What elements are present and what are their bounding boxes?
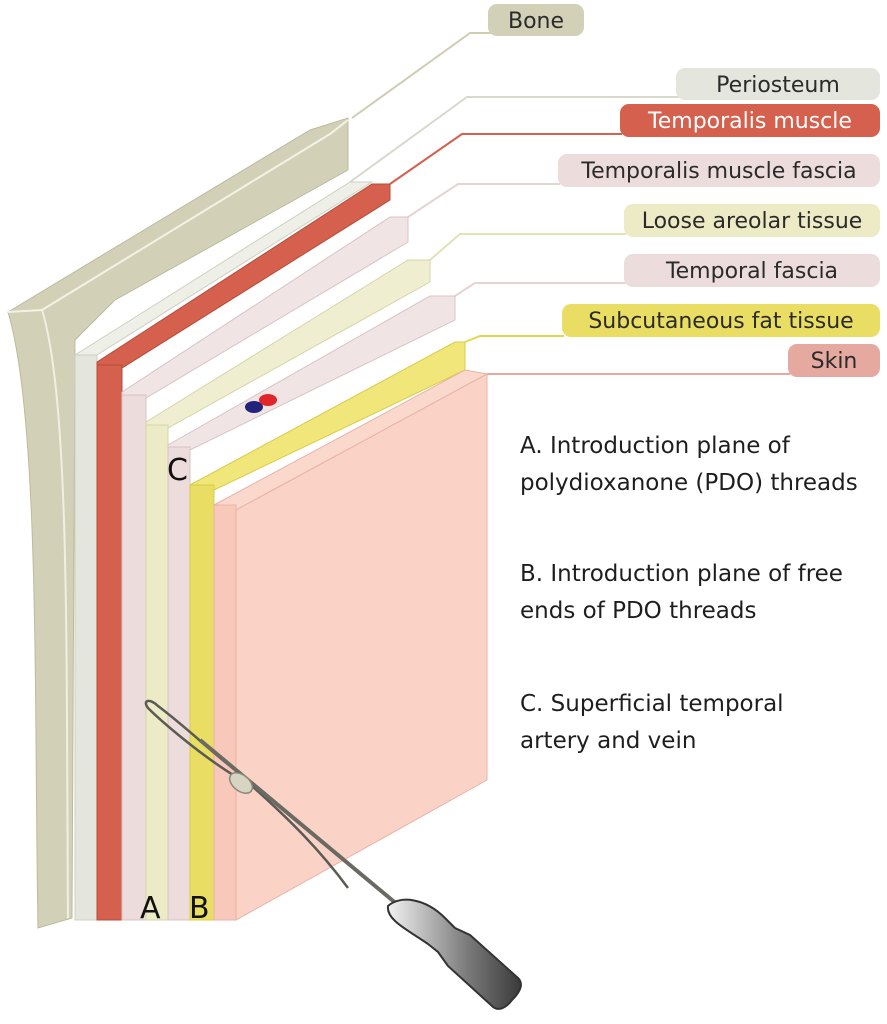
temporalis-muscle-fascia-layer [121, 216, 409, 921]
skin-layer [212, 369, 489, 921]
temporal-fascia-layer [167, 295, 456, 921]
label-temporalis-muscle-fascia-text: Temporalis muscle fascia [580, 159, 856, 184]
periosteum-front [74, 354, 98, 921]
legend-a-line2: polydioxanone (PDO) threads [520, 470, 858, 496]
marker-a: A [140, 891, 161, 926]
bone-shape [7, 117, 349, 929]
label-periosteum-text: Periosteum [716, 73, 840, 98]
label-temporalis-muscle-fascia: Temporalis muscle fascia [558, 154, 880, 187]
temporal-fascia-front [167, 446, 191, 921]
subcutaneous-fat-front [189, 484, 215, 921]
label-bone-pill [488, 4, 584, 36]
label-skin-text: Skin [811, 349, 858, 374]
label-loose-areolar-tissue: Loose areolar tissue [624, 204, 880, 237]
temporalis-muscle-front [96, 364, 123, 921]
label-skin: Skin [788, 344, 880, 377]
leader-bone [351, 32, 492, 119]
loose-areolar-tissue-front [145, 424, 169, 921]
label-bone-text: Bone [508, 9, 564, 34]
label-periosteum: Periosteum [676, 68, 880, 100]
leader-temporalis-muscle-fascia [407, 183, 560, 218]
skin-edge [213, 504, 237, 921]
legend-c-line1: C. Superficial temporal [520, 691, 784, 717]
label-temporal-fascia-pill [624, 254, 880, 287]
periosteum-layer [73, 181, 374, 921]
label-loose-areolar-tissue-pill [624, 204, 880, 237]
legend-c-line2: artery and vein [520, 728, 696, 754]
leader-subcutaneous-fat [464, 335, 564, 343]
cannula-tool [144, 699, 522, 1010]
label-temporalis-muscle-fascia-pill [558, 154, 880, 187]
loose-areolar-tissue-layer [145, 259, 431, 921]
temporalis-muscle-layer [96, 183, 391, 921]
subcutaneous-fat-layer [189, 341, 466, 921]
vein-dot [245, 401, 263, 413]
label-subcutaneous-fat-text: Subcutaneous fat tissue [588, 309, 853, 334]
cannula-handle [386, 898, 522, 1010]
label-temporalis-muscle-pill [620, 104, 880, 137]
label-subcutaneous-fat: Subcutaneous fat tissue [562, 304, 880, 337]
thread-knot [228, 772, 254, 794]
marker-c: C [167, 453, 188, 488]
bone-layer [7, 117, 349, 929]
label-bone: Bone [488, 4, 584, 36]
pdo-thread-free-end [251, 785, 350, 889]
leader-periosteum [349, 96, 680, 183]
cannula-needle [198, 738, 400, 907]
artery-dot [259, 394, 277, 406]
label-loose-areolar-tissue-text: Loose areolar tissue [642, 209, 863, 234]
marker-b: B [189, 891, 210, 926]
legend-a-line1: A. Introduction plane of [520, 433, 791, 459]
legend-b-line2: ends of PDO threads [520, 598, 756, 624]
legend-b-line1: B. Introduction plane of free [520, 561, 843, 587]
bone-highlight [7, 119, 349, 313]
leader-temporalis-muscle [389, 133, 622, 185]
label-subcutaneous-fat-pill [562, 304, 880, 337]
leader-temporal-fascia [454, 282, 626, 297]
label-temporal-fascia: Temporal fascia [624, 254, 880, 287]
label-skin-pill [788, 344, 880, 377]
label-temporalis-muscle: Temporalis muscle [620, 104, 880, 137]
label-temporal-fascia-text: Temporal fascia [665, 259, 838, 284]
label-temporalis-muscle-text: Temporalis muscle [647, 109, 852, 134]
legend: A. Introduction plane of polydioxanone (… [520, 433, 858, 754]
temporalis-muscle-fascia-front [121, 394, 147, 921]
leader-loose-areolar-tissue [429, 233, 626, 261]
bone-edge [41, 309, 69, 919]
label-periosteum-pill [676, 68, 880, 100]
